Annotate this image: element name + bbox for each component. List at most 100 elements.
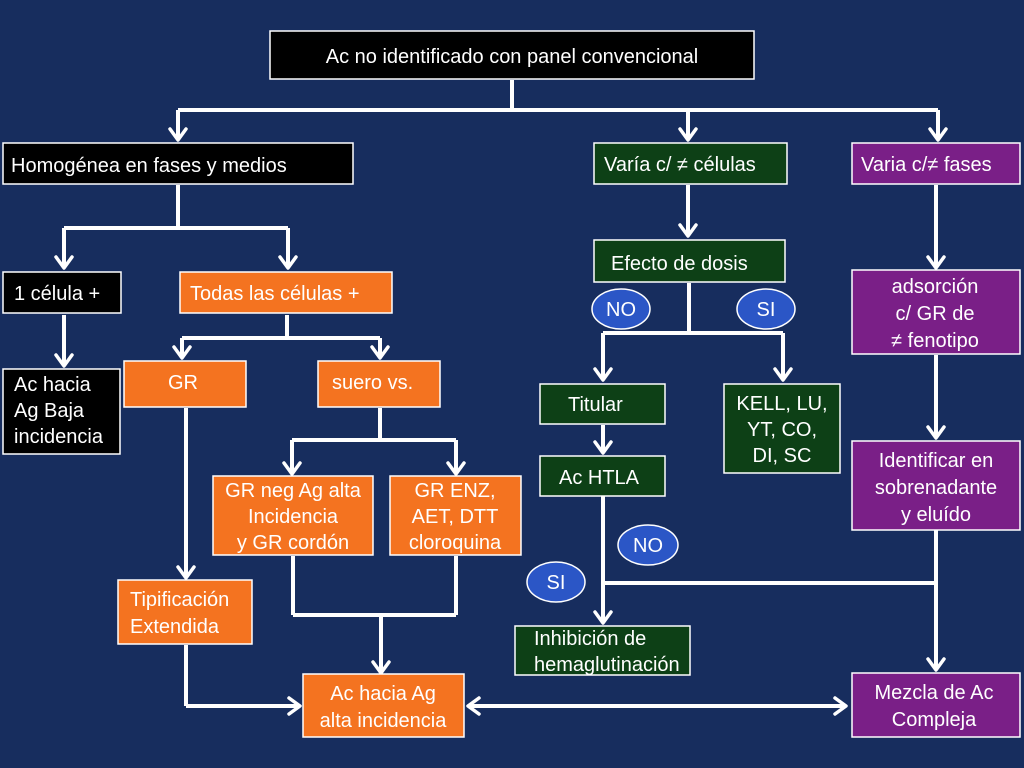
node-ac-baja: Ac hacia Ag Baja incidencia xyxy=(2,368,121,455)
node-box xyxy=(851,672,1021,738)
flowchart-nodes: Ac no identificado con panel convenciona… xyxy=(2,30,1021,738)
node-titular: Titular xyxy=(539,383,666,425)
node-label: y eluído xyxy=(901,504,971,526)
tag-si-dosis: SI xyxy=(736,288,796,330)
node-label: Efecto de dosis xyxy=(611,253,748,275)
decision-tags: NO SI NO SI xyxy=(526,288,796,603)
arrowhead xyxy=(278,255,298,270)
arrowhead xyxy=(446,461,466,476)
node-box xyxy=(723,383,841,474)
node-label: Ac HTLA xyxy=(559,467,640,489)
arrowhead xyxy=(370,345,390,360)
tag-label: NO xyxy=(606,299,636,321)
node-box xyxy=(269,30,755,80)
node-label: Homogénea en fases y medios xyxy=(11,155,287,177)
tag-si-htla: SI xyxy=(526,561,586,603)
node-box xyxy=(539,383,666,425)
node-box xyxy=(389,475,522,556)
node-box xyxy=(851,142,1021,185)
arrowhead xyxy=(926,657,946,672)
node-label: Extendida xyxy=(130,616,220,638)
node-box xyxy=(2,271,122,314)
node-label: GR neg Ag alta xyxy=(225,480,362,502)
arrowhead xyxy=(926,425,946,440)
node-box xyxy=(123,360,247,408)
node-inhibicion: Inhibición de hemaglutinación xyxy=(514,625,691,676)
node-label: suero vs. xyxy=(332,372,413,394)
node-box xyxy=(302,673,465,738)
arrowhead xyxy=(466,696,481,716)
node-box xyxy=(117,579,253,645)
node-label: ≠ fenotipo xyxy=(891,330,979,352)
node-label: Ac hacia Ag xyxy=(330,683,436,705)
node-kell: KELL, LU,YT, CO,DI, SC xyxy=(723,383,841,474)
arrowhead xyxy=(833,696,848,716)
node-label: Titular xyxy=(568,394,623,416)
node-label: Varía c/ ≠ células xyxy=(604,154,756,176)
node-box xyxy=(514,625,691,676)
node-ac-htla: Ac HTLA xyxy=(539,455,666,497)
node-box xyxy=(2,368,121,455)
node-box xyxy=(212,475,374,556)
connector-lines xyxy=(54,80,948,716)
node-label: Mezcla de Ac xyxy=(875,682,994,704)
node-una-celula: 1 célula + xyxy=(2,271,122,314)
arrowhead xyxy=(928,127,948,142)
node-box xyxy=(317,360,441,408)
tag-shape xyxy=(617,524,679,566)
node-label: GR ENZ, xyxy=(414,480,495,502)
node-label: GR xyxy=(168,372,198,394)
node-label: alta incidencia xyxy=(320,710,448,732)
node-homogenea: Homogénea en fases y medios xyxy=(2,142,354,185)
arrowhead xyxy=(773,367,793,382)
node-label: sobrenadante xyxy=(875,477,997,499)
node-box xyxy=(593,142,788,185)
node-label: cloroquina xyxy=(409,532,502,554)
tag-no-dosis: NO xyxy=(591,288,651,330)
node-varia-fases: Varia c/≠ fases xyxy=(851,142,1021,185)
node-efecto-dosis: Efecto de dosis xyxy=(593,239,786,283)
node-label: Todas las células + xyxy=(190,283,360,305)
tag-shape xyxy=(736,288,796,330)
node-label: Inhibición de xyxy=(534,628,646,650)
node-identificar: Identificar en sobrenadante y eluído xyxy=(851,440,1021,531)
arrowhead xyxy=(371,660,391,675)
node-label: DI, SC xyxy=(753,445,812,467)
node-varia-celulas: Varía c/ ≠ células xyxy=(593,142,788,185)
node-label: KELL, LU, xyxy=(736,393,827,415)
arrowhead xyxy=(172,345,192,360)
node-label: c/ GR de xyxy=(896,303,975,325)
node-label: incidencia xyxy=(14,426,104,448)
node-box xyxy=(851,269,1021,355)
node-gr: GR xyxy=(123,360,247,408)
node-label: hemaglutinación xyxy=(534,654,680,676)
arrowhead xyxy=(593,440,613,455)
node-label: Identificar en xyxy=(879,450,994,472)
node-box xyxy=(539,455,666,497)
node-label: Varia c/≠ fases xyxy=(861,154,992,176)
node-root: Ac no identificado con panel convenciona… xyxy=(269,30,755,80)
arrowhead xyxy=(54,353,74,368)
tag-shape xyxy=(591,288,651,330)
node-ac-alta: Ac hacia Ag alta incidencia xyxy=(302,673,465,738)
tag-label: NO xyxy=(633,535,663,557)
node-label: Tipificación xyxy=(130,589,229,611)
node-gr-enz: GR ENZ, AET, DTT cloroquina xyxy=(389,475,522,556)
node-label: Ag Baja xyxy=(14,400,85,422)
node-suero-vs: suero vs. xyxy=(317,360,441,408)
tag-no-htla: NO xyxy=(617,524,679,566)
arrowhead xyxy=(287,696,302,716)
node-todas-celulas: Todas las células + xyxy=(179,271,393,314)
node-box xyxy=(593,239,786,283)
node-label: 1 célula + xyxy=(14,283,100,305)
arrowhead xyxy=(176,565,196,580)
arrowhead xyxy=(678,223,698,238)
node-label: Ac hacia xyxy=(14,374,92,396)
node-label: AET, DTT xyxy=(412,506,499,528)
arrowhead xyxy=(678,127,698,142)
